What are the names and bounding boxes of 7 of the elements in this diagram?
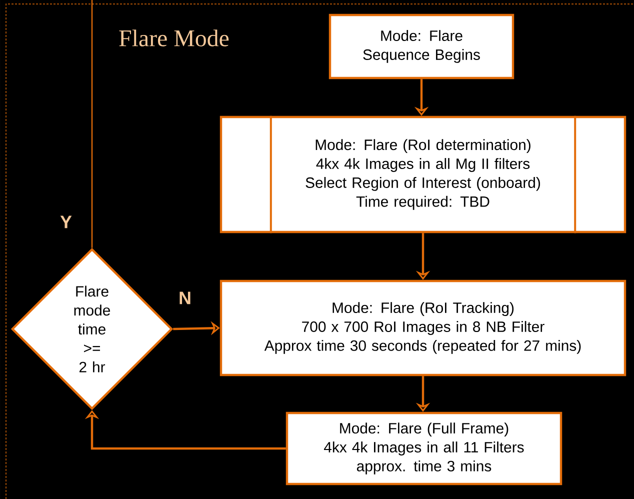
process-box: Mode: Flare (Full Frame) 4kx 4k Images in all 11 Filters approx. time 3 mins — [286, 412, 562, 486]
edge-label: N — [180, 292, 190, 304]
predefined-process-box: Mode: Flare (RoI determination) 4kx 4k Images in all Mg II filters Select Region of Interest (onboard) Time required: TBD — [220, 116, 626, 234]
title: Flare Mode — [119, 30, 229, 46]
edge-label: Y — [60, 216, 72, 228]
process-box: Mode: Flare Sequence Begins — [328, 14, 514, 80]
process-box: Mode: Flare (RoI Tracking) 700 x 700 RoI Images in 8 NB Filter Approx time 30 seconds (repeated for 27 mins) — [220, 280, 626, 376]
